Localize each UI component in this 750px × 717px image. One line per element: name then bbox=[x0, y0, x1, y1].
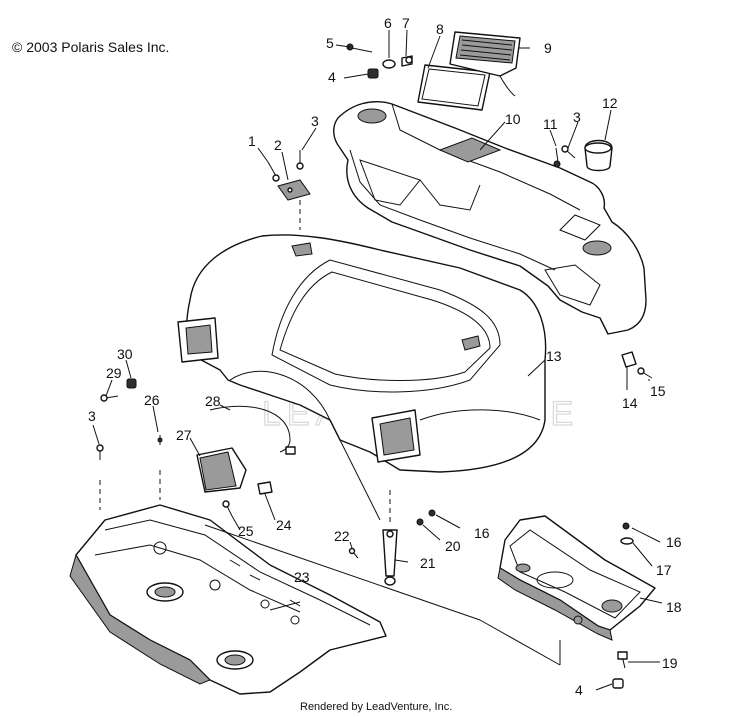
part-3-screw-upper-left[interactable] bbox=[296, 150, 304, 170]
part-19-screw[interactable] bbox=[617, 651, 628, 669]
part-30-nut[interactable] bbox=[126, 378, 137, 389]
label-23: 23 bbox=[294, 569, 310, 585]
label-1: 1 bbox=[248, 133, 256, 149]
label-28: 28 bbox=[205, 393, 221, 409]
assembly-guide-lines bbox=[99, 200, 561, 666]
part-11-screw[interactable] bbox=[553, 147, 561, 168]
part-17-washer[interactable] bbox=[620, 537, 634, 545]
label-4-top: 4 bbox=[328, 69, 336, 85]
label-19: 19 bbox=[662, 655, 678, 671]
label-10: 10 bbox=[505, 111, 521, 127]
part-3-screw-left[interactable] bbox=[96, 444, 104, 460]
label-4-bottom: 4 bbox=[575, 682, 583, 698]
part-2-bracket[interactable] bbox=[277, 179, 311, 201]
copyright-notice: © 2003 Polaris Sales Inc. bbox=[12, 39, 169, 55]
label-8: 8 bbox=[436, 21, 444, 37]
part-4-nut[interactable] bbox=[367, 68, 379, 79]
part-4-nut-lower[interactable] bbox=[612, 678, 624, 689]
label-18: 18 bbox=[666, 599, 682, 615]
label-3-left: 3 bbox=[88, 408, 96, 424]
part-18-storage-box[interactable] bbox=[497, 515, 656, 641]
label-24: 24 bbox=[276, 517, 292, 533]
label-6: 6 bbox=[384, 15, 392, 31]
part-1-screw[interactable] bbox=[267, 161, 280, 182]
label-15: 15 bbox=[650, 383, 666, 399]
part-16-nut-center[interactable] bbox=[428, 509, 436, 517]
part-13-rear-fender[interactable] bbox=[177, 234, 547, 473]
label-11: 11 bbox=[543, 116, 558, 132]
label-14: 14 bbox=[622, 395, 638, 411]
label-27: 27 bbox=[176, 427, 192, 443]
label-21: 21 bbox=[420, 555, 436, 571]
leader-lines bbox=[92, 29, 663, 691]
label-25: 25 bbox=[238, 523, 254, 539]
part-23-lower-guard[interactable] bbox=[69, 504, 387, 695]
part-22-screw[interactable] bbox=[348, 547, 359, 559]
label-22: 22 bbox=[334, 528, 350, 544]
label-16-center: 16 bbox=[474, 525, 490, 541]
label-3-upper-right: 3 bbox=[573, 109, 581, 125]
part-14-clip[interactable] bbox=[621, 351, 637, 368]
label-20: 20 bbox=[445, 538, 461, 554]
part-6-washer[interactable] bbox=[382, 59, 396, 69]
label-13: 13 bbox=[546, 348, 562, 364]
label-12: 12 bbox=[602, 95, 618, 111]
part-24-grommet[interactable] bbox=[257, 481, 273, 495]
label-30: 30 bbox=[117, 346, 133, 362]
label-17: 17 bbox=[656, 562, 672, 578]
label-5: 5 bbox=[326, 35, 334, 51]
label-2: 2 bbox=[274, 137, 282, 153]
part-26-screw[interactable] bbox=[157, 435, 163, 445]
part-27-tail-light[interactable] bbox=[196, 447, 247, 493]
part-28-wire[interactable] bbox=[209, 405, 296, 455]
label-16-right: 16 bbox=[666, 534, 682, 550]
part-7-bolt[interactable] bbox=[401, 55, 413, 67]
part-21-strap[interactable] bbox=[382, 529, 398, 586]
label-7: 7 bbox=[402, 15, 410, 31]
part-10-rear-panel[interactable] bbox=[333, 100, 647, 335]
callout-labels: 1 2 3 5 4 6 7 8 9 10 11 3 12 13 14 15 29… bbox=[88, 15, 682, 698]
label-9: 9 bbox=[544, 40, 552, 56]
part-5-screw[interactable] bbox=[346, 43, 373, 53]
part-8-seal[interactable] bbox=[417, 64, 491, 111]
part-25-screw[interactable] bbox=[222, 500, 233, 517]
label-3-upper-left: 3 bbox=[311, 113, 319, 129]
footer-credit: Rendered by LeadVenture, Inc. bbox=[300, 701, 452, 713]
part-15-screw[interactable] bbox=[637, 367, 653, 379]
part-3-screw-upper-right[interactable] bbox=[561, 145, 576, 159]
part-20-nut[interactable] bbox=[416, 518, 424, 526]
label-29: 29 bbox=[106, 365, 122, 381]
part-12-cap[interactable] bbox=[584, 139, 613, 172]
label-26: 26 bbox=[144, 392, 160, 408]
part-9-grille[interactable] bbox=[449, 31, 521, 97]
part-29-screw[interactable] bbox=[100, 394, 119, 402]
part-16-nut-right[interactable] bbox=[622, 522, 630, 530]
